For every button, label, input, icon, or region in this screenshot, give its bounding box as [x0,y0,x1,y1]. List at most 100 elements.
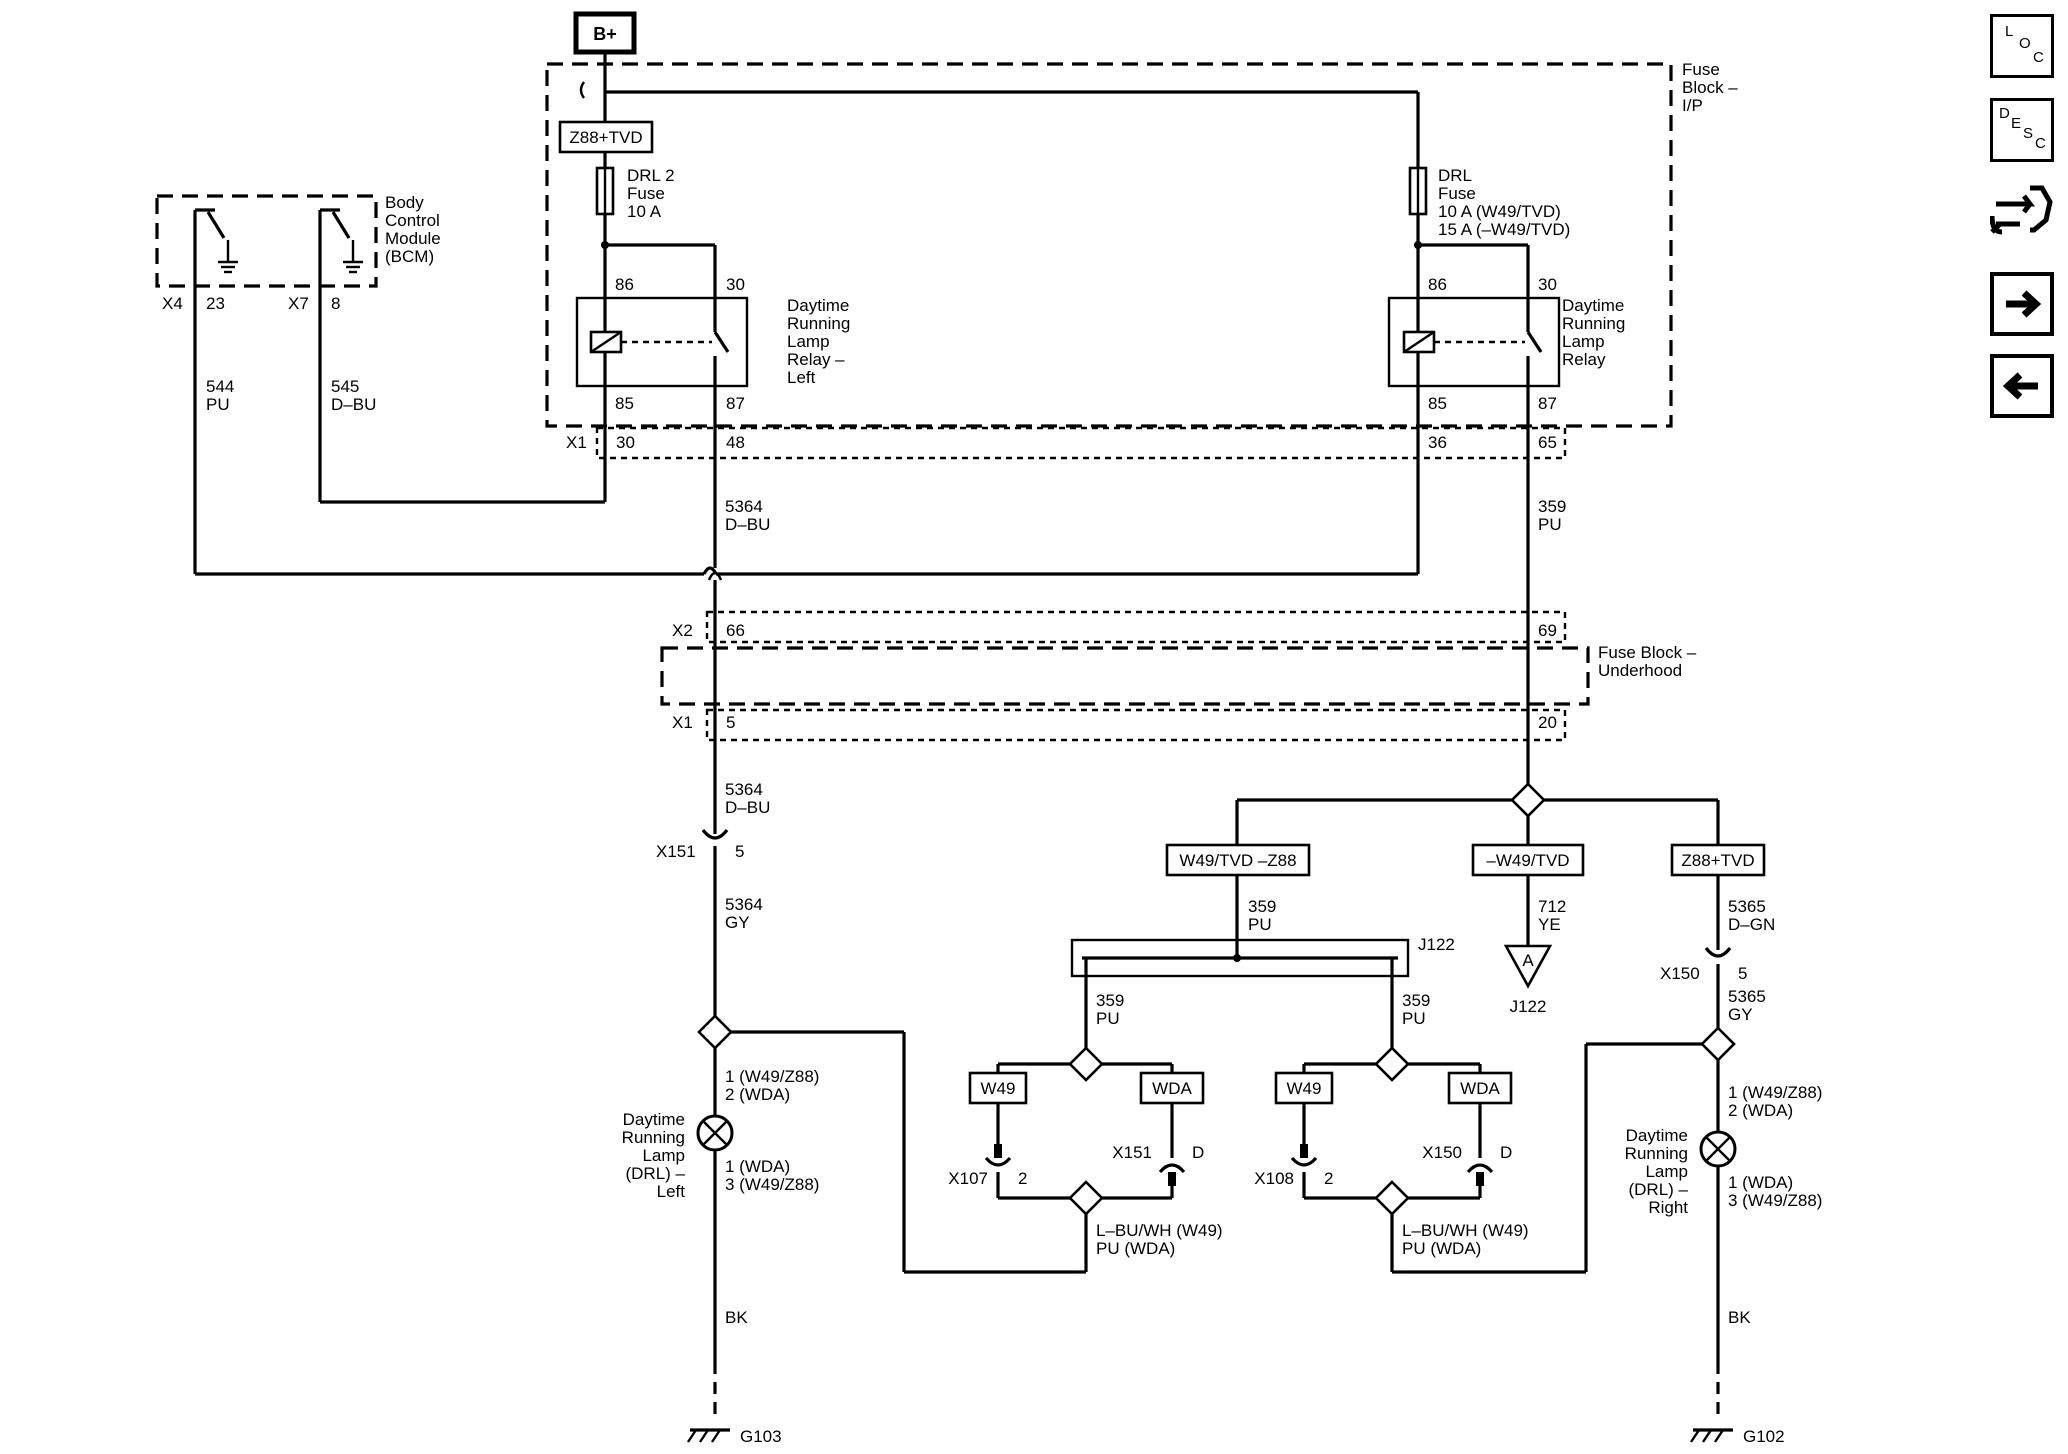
svg-text:545: 545 [331,377,359,396]
connector-x151-d [1158,1163,1186,1174]
splice-diamond-left-lamp [697,1014,733,1050]
svg-text:PU: PU [1248,915,1272,934]
svg-text:D: D [1192,1143,1204,1162]
relay-right-label-2: Running [1562,314,1625,333]
svg-text:–W49/TVD: –W49/TVD [1486,851,1569,870]
svg-text:D–BU: D–BU [725,798,770,817]
svg-text:1 (W49/Z88): 1 (W49/Z88) [1728,1083,1822,1102]
option-wda-right [1447,1071,1513,1105]
splice-diamond-right-lamp [1700,1026,1736,1062]
svg-text:5364: 5364 [725,780,763,799]
body-control-module [155,194,378,288]
previous-page-button[interactable] [1990,354,2054,418]
svg-text:(DRL) –: (DRL) – [625,1164,685,1183]
svg-text:5: 5 [1738,964,1747,983]
relay-right-pin-87: 87 [1538,394,1557,413]
svg-text:X108: X108 [1254,1169,1294,1188]
bcm-label-4: (BCM) [385,247,434,266]
connector-x108 [1290,1156,1318,1167]
fuse-block-ip-label-1: Fuse [1682,60,1720,79]
connector-x150-main [1704,946,1732,958]
svg-text:X1: X1 [566,433,587,452]
svg-text:30: 30 [616,433,635,452]
svg-text:GY: GY [725,913,750,932]
relay-left-pin-86: 86 [615,275,634,294]
svg-text:544: 544 [206,377,234,396]
drl-fuse-label-2: Fuse [1438,184,1476,203]
svg-text:1 (W49/Z88): 1 (W49/Z88) [725,1067,819,1086]
svg-text:5364: 5364 [725,497,763,516]
bcm-label-1: Body [385,193,424,212]
splice-diamond-sub-right-bottom [1374,1180,1410,1216]
option-w49-right [1274,1071,1334,1105]
splice-diamond-right-main [1510,782,1546,818]
svg-text:2: 2 [1018,1169,1027,1188]
svg-text:W49: W49 [1287,1079,1322,1098]
svg-text:X150: X150 [1422,1143,1462,1162]
drl-fuse-label-3: 10 A (W49/TVD) [1438,202,1561,221]
svg-text:36: 36 [1428,433,1447,452]
drl-relay-left [575,296,749,388]
option-wda-left [1139,1071,1205,1105]
svg-text:359: 359 [1538,497,1566,516]
relay-right-label-4: Relay [1562,350,1606,369]
svg-text:X1: X1 [672,713,693,732]
drl2-fuse-label-3: 10 A [627,202,662,221]
svg-text:8: 8 [331,294,340,313]
svg-text:X151: X151 [1112,1143,1152,1162]
svg-text:WDA: WDA [1460,1079,1500,1098]
connector-x1-top [595,426,1567,460]
svg-text:PU: PU [1538,515,1562,534]
relay-left-label-5: Left [787,368,816,387]
svg-text:65: 65 [1538,433,1557,452]
svg-text:5364: 5364 [725,895,763,914]
svg-text:23: 23 [206,294,225,313]
svg-text:5365: 5365 [1728,897,1766,916]
svg-text:Lamp: Lamp [642,1146,685,1165]
svg-text:66: 66 [726,621,745,640]
relay-left-pin-87: 87 [726,394,745,413]
next-page-button[interactable] [1990,272,2054,336]
svg-text:3 (W49/Z88): 3 (W49/Z88) [725,1175,819,1194]
svg-text:1 (WDA): 1 (WDA) [1728,1173,1793,1192]
fuse-block-ip-label-2: Block – [1682,78,1738,97]
svg-text:X151: X151 [656,842,696,861]
relay-right-pin-85: 85 [1428,394,1447,413]
fuse-block-ip-label-3: I/P [1682,96,1703,115]
option-not-w49-tvd [1471,843,1585,877]
drl2-fuse-label-2: Fuse [627,184,665,203]
svg-text:X107: X107 [948,1169,988,1188]
svg-text:2: 2 [1324,1169,1333,1188]
svg-text:5365: 5365 [1728,987,1766,1006]
svg-text:W49: W49 [981,1079,1016,1098]
arrow-right-icon [2006,290,2042,318]
arrow-left-icon [2002,372,2038,400]
svg-text:5: 5 [726,713,735,732]
svg-text:G102: G102 [1743,1427,1785,1446]
svg-text:Lamp: Lamp [1645,1162,1688,1181]
svg-text:Underhood: Underhood [1598,661,1682,680]
relay-right-label-3: Lamp [1562,332,1605,351]
description-button[interactable]: D E S C [1990,98,2054,162]
svg-text:X4: X4 [162,294,183,313]
svg-text:3 (W49/Z88): 3 (W49/Z88) [1728,1191,1822,1210]
svg-text:J122: J122 [1510,997,1547,1016]
splice-pack-j122 [1070,938,1410,978]
relay-left-pin-85: 85 [615,394,634,413]
svg-text:69: 69 [1538,621,1557,640]
relay-left-pin-30: 30 [726,275,745,294]
svg-text:D–BU: D–BU [331,395,376,414]
location-button[interactable]: L O C [1990,14,2054,78]
fuse-block-underhood-outline [660,646,1590,706]
fuse-block-ip-outline [545,62,1673,428]
svg-text:X7: X7 [288,294,309,313]
svg-text:BK: BK [1728,1308,1751,1327]
relay-left-label-3: Lamp [787,332,830,351]
svg-text:D: D [1500,1143,1512,1162]
connector-wrench-button[interactable] [1989,180,2054,250]
bcm-label-2: Control [385,211,440,230]
svg-text:Running: Running [622,1128,685,1147]
battery-positive-label: B+ [593,24,617,44]
svg-text:(DRL) –: (DRL) – [1628,1180,1688,1199]
